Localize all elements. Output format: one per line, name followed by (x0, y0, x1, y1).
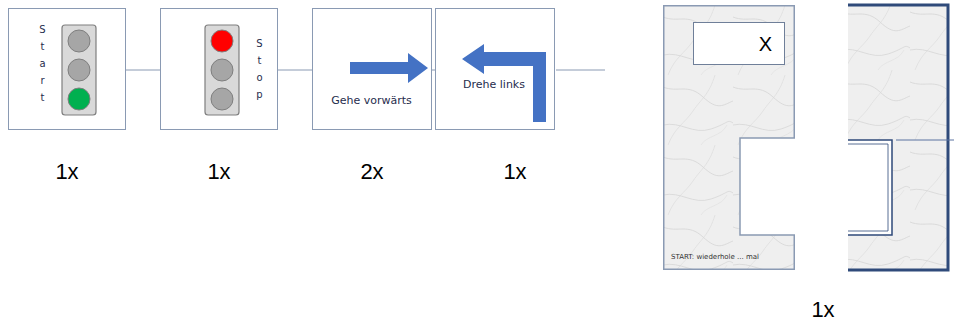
count-label: 2x (360, 160, 383, 184)
loop-end-piece (848, 5, 954, 270)
count-label: 1x (503, 160, 526, 184)
forward-arrow (350, 53, 428, 83)
turn-left-arrow (462, 44, 546, 122)
card-text: Drehe links (463, 78, 525, 92)
traffic-light-red (205, 25, 239, 115)
card-text: START: wiederhole ... mal (671, 253, 793, 262)
card-connector (126, 70, 160, 71)
count-label: 1x (207, 160, 230, 184)
program-card: Drehe links (435, 8, 555, 130)
program-card: Gehe vorwärts (312, 8, 432, 130)
program-card: Start (8, 8, 126, 130)
loose-line (556, 70, 605, 71)
card-connector (278, 70, 312, 71)
count-placeholder: X (694, 31, 772, 57)
count-label: 1x (55, 160, 78, 184)
loop-bracket: START: wiederhole ... mal X (663, 5, 795, 270)
count-label: 1x (811, 298, 834, 322)
card-text: Gehe vorwärts (313, 94, 430, 108)
program-card: Stop (160, 8, 278, 130)
count-box: X (693, 22, 785, 65)
card-text: Start (39, 21, 46, 106)
traffic-light-green (62, 25, 96, 115)
card-text: Stop (256, 35, 263, 103)
